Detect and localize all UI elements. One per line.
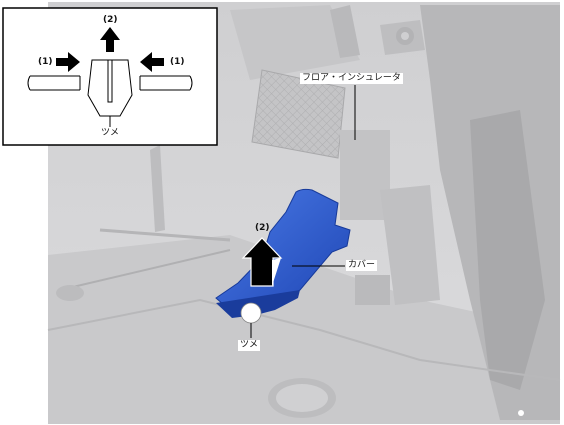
inset-label-top: (2) [103,15,118,25]
inset-label-right: (1) [170,57,185,67]
claw-label: ツメ [238,340,261,351]
cover-label: カバー [346,260,378,271]
inset-label-bottom: ツメ [101,128,120,138]
interior-photo [47,2,561,424]
step-label: (2) [255,223,270,233]
claw-marker [240,302,262,324]
removal-arrow [241,237,283,287]
inset-label-left: (1) [38,57,53,67]
cover-part [215,188,351,318]
floor-insulator-label: フロア・インシュレータ [300,73,403,84]
inset-detail [2,7,218,146]
